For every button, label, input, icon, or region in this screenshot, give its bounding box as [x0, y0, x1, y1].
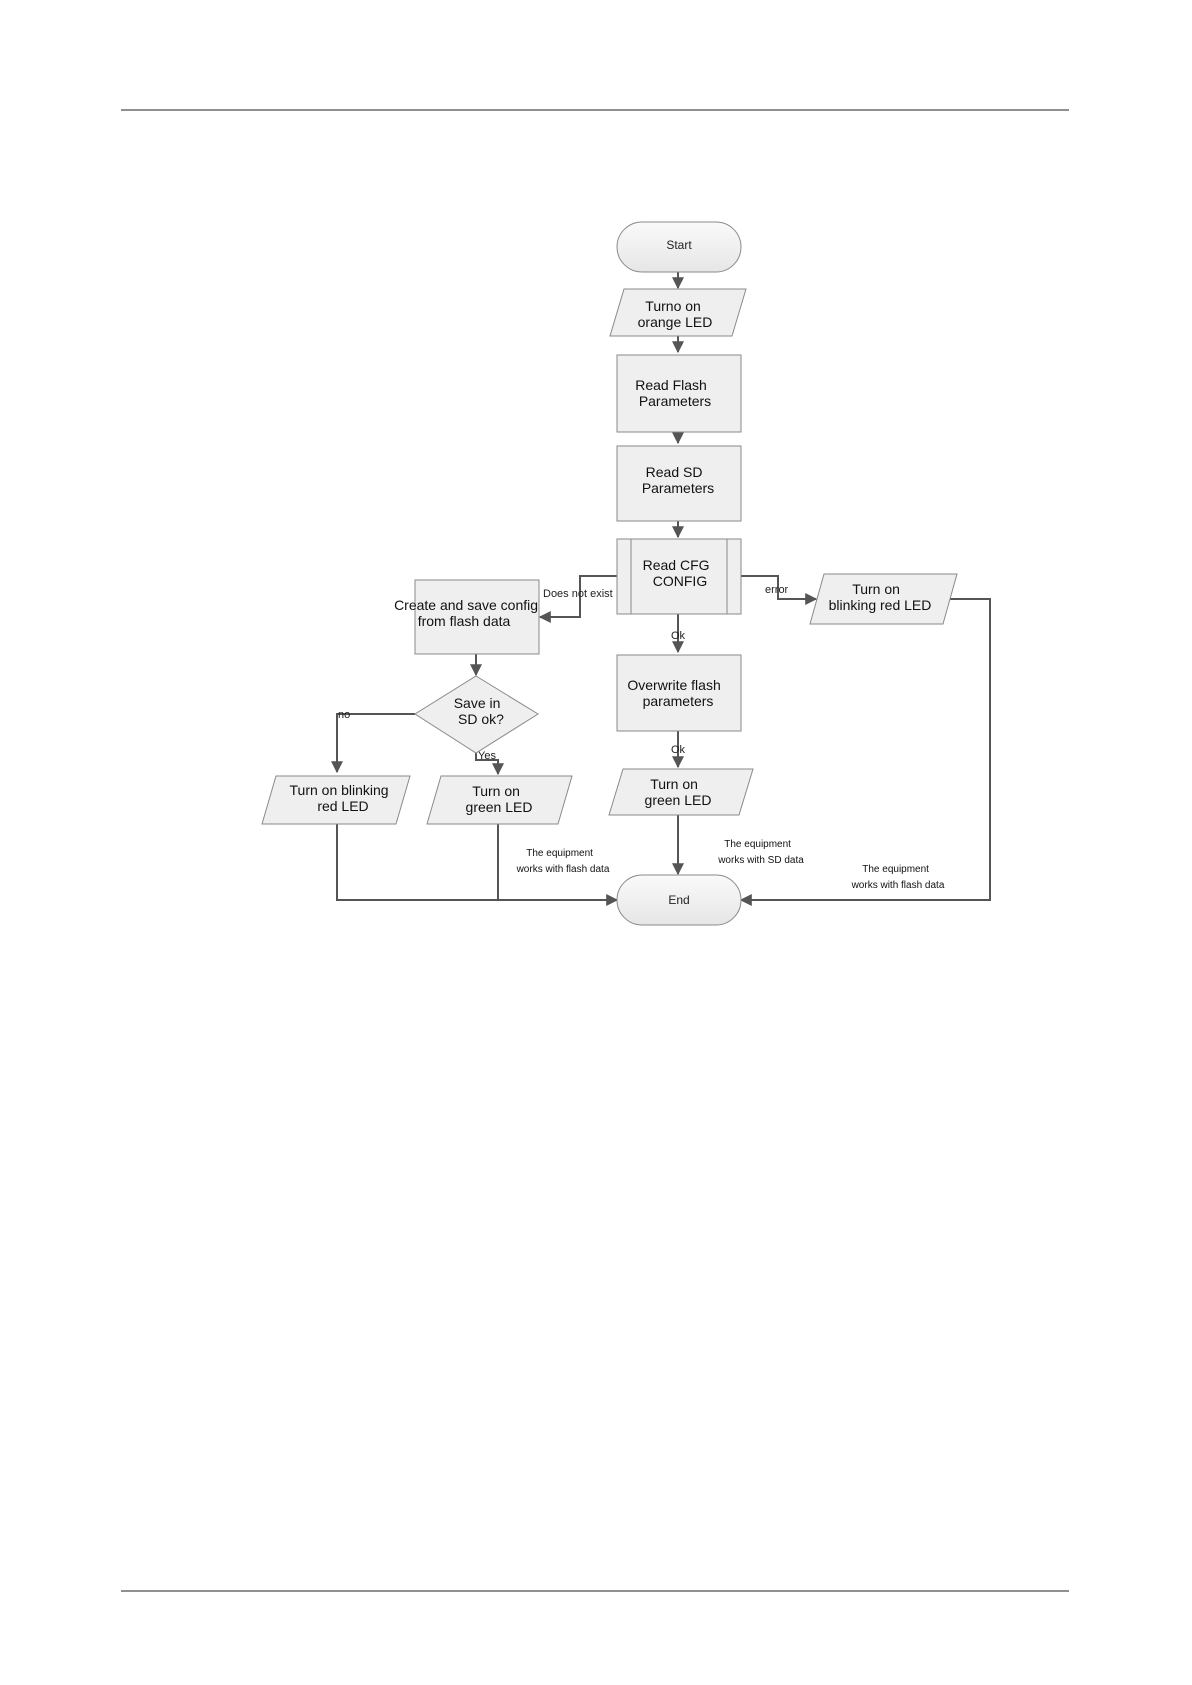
- edges: [331, 272, 991, 906]
- node-label: Overwrite flash parameters: [627, 677, 724, 709]
- does-not-exist-label: Does not exist: [543, 588, 613, 600]
- io-parallelogram: [609, 288, 747, 337]
- io-parallelogram: [809, 573, 958, 625]
- process-box: [616, 654, 742, 732]
- node-save-sd-ok: Save in SD ok?: [414, 675, 539, 754]
- node-green-center: Turn on green LED: [608, 768, 754, 816]
- node-blinking-red-right: Turn on blinking red LED: [809, 573, 958, 625]
- start-terminator: [616, 221, 742, 273]
- node-label: Read Flash Parameters: [635, 377, 711, 409]
- node-label: Read CFG CONFIG: [643, 557, 714, 589]
- note-right: The equipment works with flash data: [851, 864, 945, 891]
- edge-blinking-red-right-to-end: [739, 598, 991, 906]
- process-box: [414, 579, 540, 655]
- node-read-sd: Read SD Parameters: [616, 445, 742, 522]
- node-label: Turn on blinking red LED: [290, 782, 393, 814]
- edge-decision-yes: [475, 753, 504, 776]
- note-left: The equipment works with flash data: [516, 848, 610, 875]
- node-orange-led: Turno on orange LED: [609, 288, 747, 337]
- node-end: End: [616, 874, 742, 926]
- decision-diamond: [414, 675, 539, 754]
- node-label: Turn on green LED: [645, 776, 712, 808]
- node-start: Start: [616, 221, 742, 273]
- process-box: [616, 354, 742, 433]
- node-label: Start: [666, 238, 692, 252]
- node-overwrite-flash: Overwrite flash parameters: [616, 654, 742, 732]
- end-terminator: [616, 874, 742, 926]
- error-label: error: [765, 584, 789, 596]
- io-parallelogram: [426, 775, 573, 825]
- yes-label: Yes: [478, 750, 496, 762]
- node-read-flash: Read Flash Parameters: [616, 354, 742, 433]
- node-label: Turno on orange LED: [638, 298, 713, 330]
- subprocess-box: [616, 538, 742, 615]
- node-blinking-red-left: Turn on blinking red LED: [261, 775, 411, 825]
- ok-cfg-label: Ok: [671, 630, 686, 642]
- edge-labels: Does not exist error Ok Ok no Yes: [338, 584, 789, 762]
- node-label: Turn on blinking red LED: [829, 581, 932, 613]
- node-green-left: Turn on green LED: [426, 775, 573, 825]
- edge-read-cfg-to-create-config: [538, 575, 617, 623]
- no-label: no: [338, 709, 350, 721]
- note-center: The equipment works with SD data: [717, 839, 804, 866]
- edge-blinking-red-left-to-end: [336, 824, 619, 906]
- io-parallelogram: [608, 768, 754, 816]
- node-label: Create and save config from flash data: [394, 597, 542, 629]
- notes: The equipment works with flash data The …: [516, 839, 945, 891]
- node-label: Read SD Parameters: [642, 464, 714, 496]
- node-label: Turn on green LED: [466, 783, 533, 815]
- ok-overwrite-label: Ok: [671, 744, 686, 756]
- io-parallelogram: [261, 775, 411, 825]
- edge-read-cfg-to-blinking-red-right: [741, 575, 818, 605]
- node-label: Save in SD ok?: [454, 695, 505, 727]
- node-read-cfg: Read CFG CONFIG: [616, 538, 742, 615]
- edge-decision-no: [331, 713, 415, 774]
- node-label: End: [668, 893, 689, 907]
- node-create-config: Create and save config from flash data: [394, 579, 542, 655]
- process-box: [616, 445, 742, 522]
